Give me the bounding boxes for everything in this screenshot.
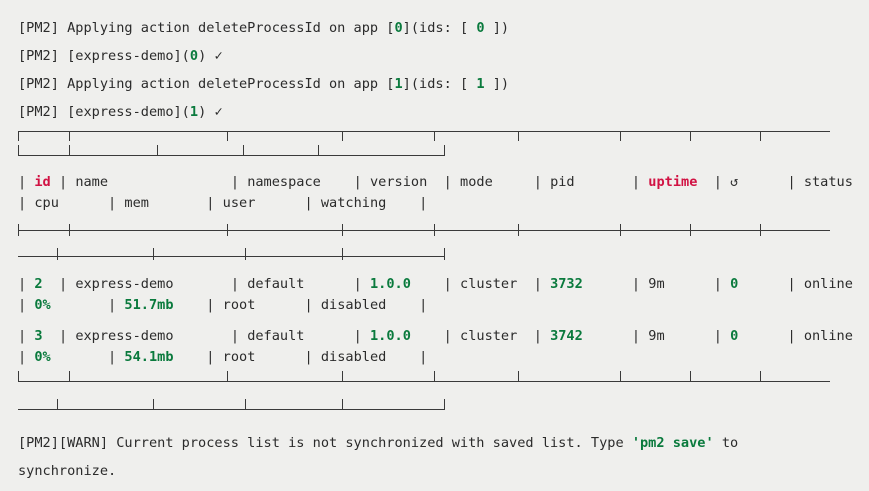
table-tick [243, 145, 244, 155]
table-tick [760, 224, 761, 236]
table-row: | 0% | 54.1mb | root | disabled | [18, 349, 428, 365]
table-tick [518, 224, 519, 236]
table-top-border-b [18, 155, 445, 156]
table-tick [227, 371, 228, 381]
table-top-border-a [18, 131, 830, 132]
table-tick [690, 371, 691, 381]
table-tick [227, 224, 228, 236]
table-tick [57, 399, 58, 409]
table-tick [57, 248, 58, 260]
log-line-delete-app-0: [PM2] Applying action deleteProcessId on… [18, 20, 510, 36]
table-tick [620, 131, 621, 141]
table-bottom-border-a [18, 381, 830, 382]
table-tick [18, 131, 19, 141]
table-tick [760, 371, 761, 381]
table-tick [342, 371, 343, 381]
table-tick [245, 399, 246, 409]
table-tick [157, 145, 158, 155]
table-tick [760, 131, 761, 141]
table-tick [620, 371, 621, 381]
table-header-separator-b [18, 256, 445, 257]
table-tick [444, 248, 445, 260]
table-tick [318, 145, 319, 155]
table-tick [18, 371, 19, 381]
table-tick [18, 224, 19, 236]
table-tick [342, 248, 343, 260]
table-header-separator-a [18, 230, 830, 231]
table-row: | 0% | 51.7mb | root | disabled | [18, 297, 428, 313]
warning-line: [PM2][WARN] Current process list is not … [18, 435, 739, 451]
table-tick [69, 371, 70, 381]
table-tick [69, 145, 70, 155]
table-tick [434, 131, 435, 141]
table-tick [69, 224, 70, 236]
table-tick [245, 248, 246, 260]
table-tick [444, 145, 445, 155]
table-row: | 2 | express-demo | default | 1.0.0 | c… [18, 276, 869, 292]
table-tick [69, 131, 70, 141]
table-header-secondary: | cpu | mem | user | watching | [18, 195, 428, 211]
table-tick [518, 371, 519, 381]
table-tick [620, 224, 621, 236]
table-tick [342, 399, 343, 409]
table-tick [434, 224, 435, 236]
table-tick [434, 371, 435, 381]
table-tick [342, 131, 343, 141]
log-line-deleted-app-0: [PM2] [express-demo](0) ✓ [18, 48, 223, 64]
table-header-primary: | id | name | namespace | version | mode… [18, 174, 869, 190]
table-tick [690, 224, 691, 236]
table-tick [153, 399, 154, 409]
log-line-delete-app-1: [PM2] Applying action deleteProcessId on… [18, 76, 510, 92]
table-row: | 3 | express-demo | default | 1.0.0 | c… [18, 328, 869, 344]
table-bottom-border-b [18, 409, 445, 410]
table-tick [690, 131, 691, 141]
table-tick [518, 131, 519, 141]
table-tick [227, 131, 228, 141]
log-line-deleted-app-1: [PM2] [express-demo](1) ✓ [18, 104, 223, 120]
table-tick [342, 224, 343, 236]
table-tick [18, 145, 19, 155]
table-tick [444, 399, 445, 409]
warning-continuation: synchronize. [18, 463, 117, 479]
table-tick [153, 248, 154, 260]
